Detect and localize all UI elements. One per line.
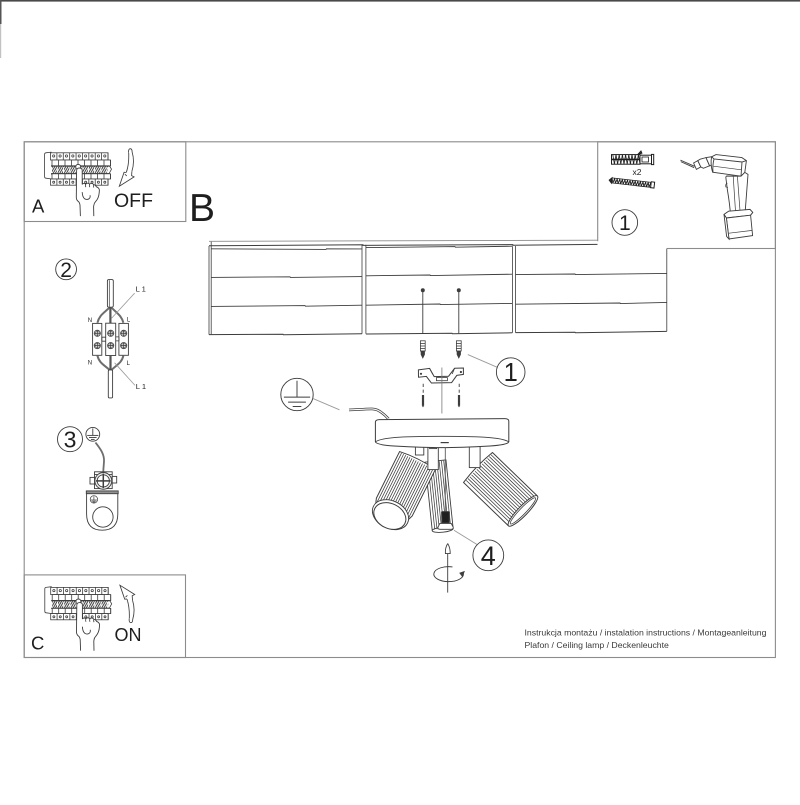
svg-text:3: 3 — [64, 426, 77, 452]
svg-text:OFF: OFF — [114, 190, 153, 212]
svg-text:L 1: L 1 — [136, 285, 146, 294]
svg-text:C: C — [31, 632, 44, 653]
svg-text:N: N — [88, 361, 92, 367]
svg-text:Plafon / Ceiling lamp / Decken: Plafon / Ceiling lamp / Deckenleuchte — [525, 640, 670, 650]
svg-text:L 1: L 1 — [136, 382, 146, 391]
svg-text:B: B — [189, 187, 215, 230]
svg-text:N: N — [88, 318, 92, 324]
svg-text:1: 1 — [504, 359, 518, 387]
svg-text:L: L — [127, 361, 131, 367]
svg-text:L: L — [127, 318, 131, 324]
svg-text:A: A — [32, 196, 45, 217]
svg-text:ON: ON — [115, 625, 142, 645]
svg-text:1: 1 — [619, 212, 631, 235]
svg-text:Instrukcja montażu / instalati: Instrukcja montażu / instalation instruc… — [525, 628, 767, 638]
svg-text:x2: x2 — [633, 167, 642, 177]
svg-text:2: 2 — [60, 259, 72, 282]
svg-text:4: 4 — [481, 541, 496, 571]
